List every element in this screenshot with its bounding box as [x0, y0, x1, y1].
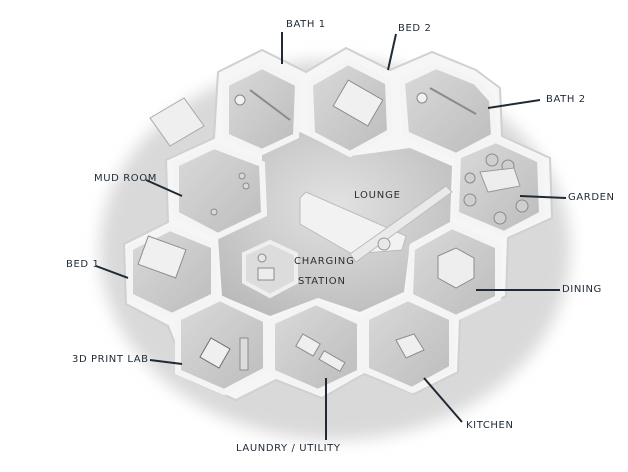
- lounge-divider: [349, 185, 453, 263]
- label-laundry-utility: LAUNDRY / UTILITY: [236, 443, 341, 454]
- label-dining: DINING: [562, 284, 602, 295]
- bath-2-toilet: [416, 92, 428, 104]
- bath-2-tub: [429, 87, 477, 115]
- dining-table: [437, 247, 475, 289]
- leader-lines: [95, 32, 567, 440]
- charging-robot: [257, 253, 267, 263]
- bed-1-bed: [137, 235, 187, 279]
- room-bath-2: [398, 62, 498, 160]
- 3d-printer: [199, 337, 231, 369]
- kitchen-island: [395, 333, 425, 359]
- lounge-table: [377, 237, 391, 251]
- label-3d-print-lab: 3D PRINT LAB: [72, 354, 149, 365]
- label-kitchen: KITCHEN: [466, 420, 514, 431]
- garden-planter: [479, 167, 521, 193]
- label-garden: GARDEN: [568, 192, 615, 203]
- label-bed-2: BED 2: [398, 23, 432, 34]
- label-bed-1: BED 1: [66, 259, 100, 270]
- print-lab-shelf: [239, 337, 249, 371]
- room-mud-room: [173, 142, 268, 240]
- charging-dock: [257, 267, 275, 281]
- label-charging-station-line-1: CHARGING: [294, 256, 355, 267]
- label-bath-1: BATH 1: [286, 19, 326, 30]
- label-mud-room: MUD ROOM: [94, 173, 157, 184]
- laundry-machine: [295, 333, 321, 357]
- label-charging-station-line-2: STATION: [298, 276, 346, 287]
- bed-2-bed: [332, 79, 384, 127]
- bath-1-tub: [249, 89, 291, 121]
- label-lounge: LOUNGE: [354, 190, 401, 201]
- entry-stairs: [149, 97, 205, 147]
- laundry-counter: [318, 349, 346, 373]
- mud-room-items: [210, 172, 250, 216]
- bath-1-toilet: [234, 94, 246, 106]
- room-bath-1: [223, 62, 302, 156]
- label-bath-2: BATH 2: [546, 94, 586, 105]
